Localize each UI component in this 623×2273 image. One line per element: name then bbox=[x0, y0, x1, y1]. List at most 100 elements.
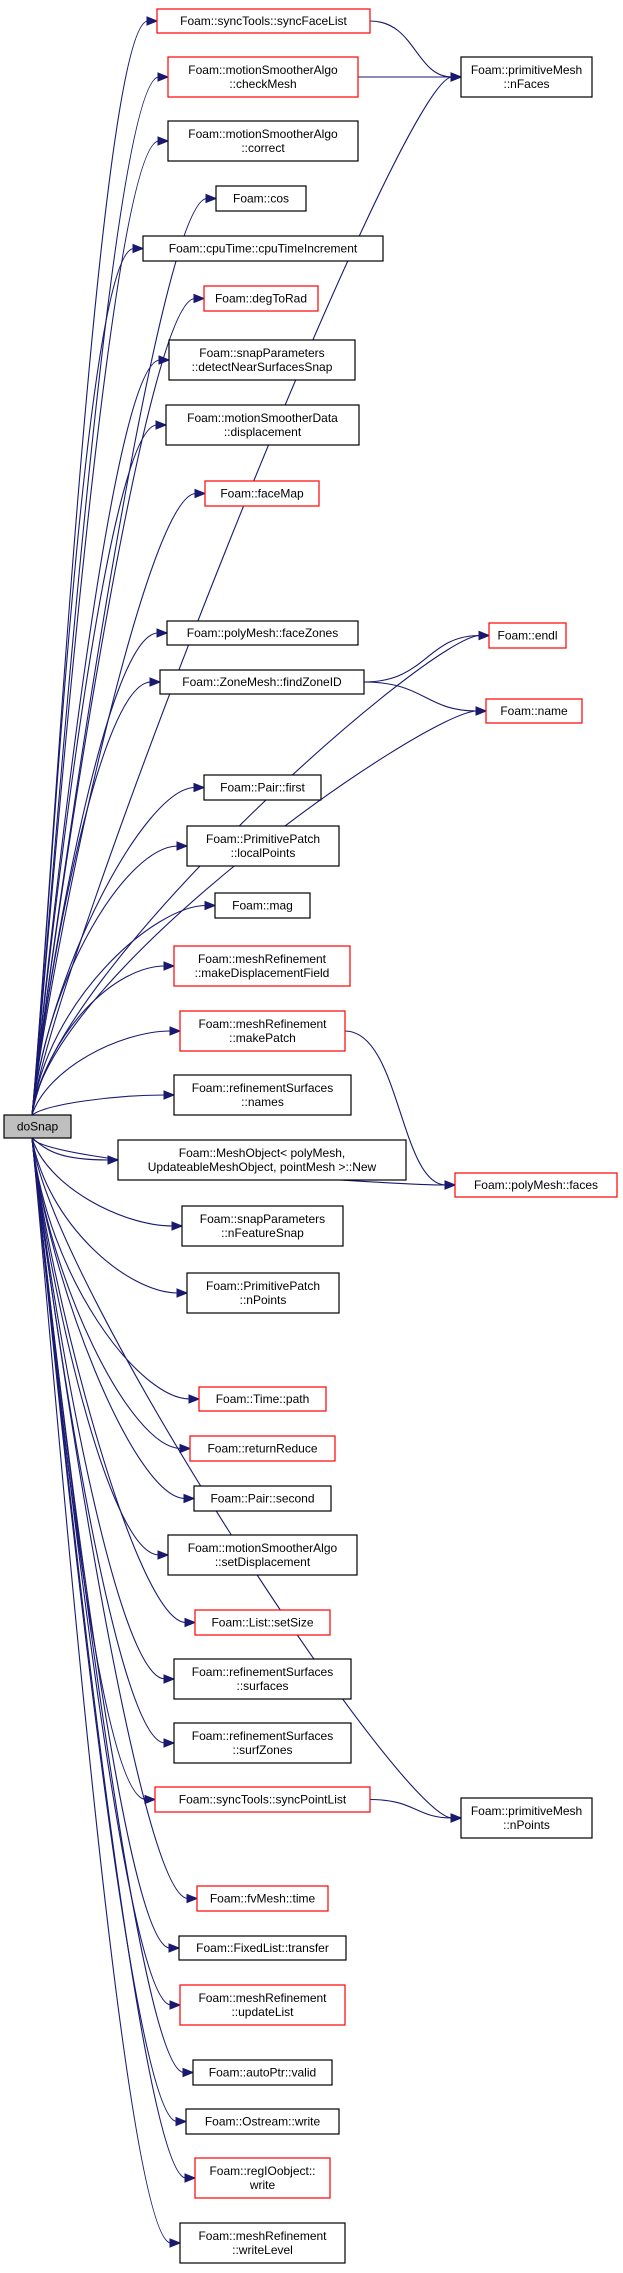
node-return-reduce[interactable]: Foam::returnReduce bbox=[189, 1435, 336, 1462]
node-transfer[interactable]: Foam::FixedList::transfer bbox=[178, 1935, 347, 1961]
node-check-mesh[interactable]: Foam::motionSmootherAlgo::checkMesh bbox=[167, 56, 359, 98]
arrowhead-surfaces bbox=[163, 1674, 176, 1684]
edge-find-zone-id-to-endl bbox=[363, 634, 481, 683]
node-box-name bbox=[485, 698, 583, 724]
node-box-cos bbox=[215, 185, 307, 212]
node-label-make-patch-line2: ::makePatch bbox=[229, 1031, 296, 1045]
node-label-detect-near-surfaces-snap-line2: ::detectNearSurfacesSnap bbox=[192, 360, 333, 374]
node-box-cpu-time-increment bbox=[142, 235, 384, 262]
node-label-n-feature-snap-line1: Foam::snapParameters bbox=[200, 1212, 325, 1226]
node-correct[interactable]: Foam::motionSmootherAlgo::correct bbox=[167, 120, 359, 162]
arrowhead-new bbox=[107, 1155, 120, 1165]
node-box-time bbox=[196, 1885, 329, 1912]
arrowhead-deg-to-rad bbox=[193, 293, 206, 304]
node-box-ostream-write bbox=[185, 2108, 340, 2135]
node-label-cos: Foam::cos bbox=[233, 192, 289, 206]
node-label-displacement-line2: ::displacement bbox=[224, 425, 302, 439]
arrowhead-first bbox=[193, 782, 206, 793]
edge-do-snap-to-n-points-mesh bbox=[31, 1137, 453, 1819]
node-cpu-time-increment[interactable]: Foam::cpuTime::cpuTimeIncrement bbox=[142, 235, 384, 262]
arrowhead-valid bbox=[182, 2067, 195, 2078]
node-n-points-pp[interactable]: Foam::PrimitivePatch::nPoints bbox=[186, 1272, 340, 1314]
node-label-detect-near-surfaces-snap-line1: Foam::snapParameters bbox=[199, 346, 324, 360]
node-first[interactable]: Foam::Pair::first bbox=[203, 774, 322, 801]
node-box-reg-ioobject-write bbox=[194, 2157, 331, 2199]
arrowhead-second bbox=[183, 1493, 196, 1504]
node-label-check-mesh-line2: ::checkMesh bbox=[229, 77, 296, 91]
node-name[interactable]: Foam::name bbox=[485, 698, 583, 724]
node-deg-to-rad[interactable]: Foam::degToRad bbox=[203, 285, 319, 312]
node-set-size[interactable]: Foam::List::setSize bbox=[194, 1609, 331, 1636]
arrowhead-faces bbox=[444, 1180, 457, 1190]
node-label-face-zones: Foam::polyMesh::faceZones bbox=[187, 626, 338, 640]
arrowhead-n-faces bbox=[450, 72, 463, 82]
node-box-do-snap bbox=[3, 1114, 72, 1139]
edge-do-snap-to-path bbox=[31, 1137, 191, 1400]
node-box-find-zone-id bbox=[159, 669, 365, 695]
arrowhead-update-list bbox=[169, 2000, 182, 2010]
node-box-local-points bbox=[186, 825, 340, 867]
node-mag[interactable]: Foam::mag bbox=[214, 892, 311, 919]
node-face-map[interactable]: Foam::faceMap bbox=[204, 480, 320, 507]
node-label-names-line2: ::names bbox=[241, 1095, 284, 1109]
node-set-displacement[interactable]: Foam::motionSmootherAlgo::setDisplacemen… bbox=[167, 1534, 358, 1576]
call-edges bbox=[31, 16, 491, 2248]
node-box-detect-near-surfaces-snap bbox=[168, 339, 356, 381]
node-sync-point-list[interactable]: Foam::syncTools::syncPointList bbox=[154, 1786, 371, 1813]
node-endl[interactable]: Foam::endl bbox=[488, 622, 567, 649]
node-n-points-mesh[interactable]: Foam::primitiveMesh::nPoints bbox=[460, 1797, 593, 1839]
node-label-return-reduce: Foam::returnReduce bbox=[207, 1442, 317, 1456]
node-time[interactable]: Foam::fvMesh::time bbox=[196, 1885, 329, 1912]
edge-do-snap-to-ostream-write bbox=[31, 1137, 178, 2123]
node-valid[interactable]: Foam::autoPtr::valid bbox=[192, 2059, 333, 2086]
node-label-n-feature-snap-line2: ::nFeatureSnap bbox=[221, 1226, 304, 1240]
node-box-valid bbox=[192, 2059, 333, 2086]
node-label-endl: Foam::endl bbox=[497, 629, 557, 643]
node-update-list[interactable]: Foam::meshRefinement::updateList bbox=[179, 1984, 346, 2026]
node-label-transfer: Foam::FixedList::transfer bbox=[196, 1941, 329, 1955]
node-surfaces[interactable]: Foam::refinementSurfaces::surfaces bbox=[173, 1658, 352, 1700]
node-label-check-mesh-line1: Foam::motionSmootherAlgo bbox=[188, 63, 338, 77]
node-box-deg-to-rad bbox=[203, 285, 319, 312]
arrowhead-write-level bbox=[169, 2238, 182, 2248]
node-box-set-displacement bbox=[167, 1534, 358, 1576]
node-surf-zones[interactable]: Foam::refinementSurfaces::surfZones bbox=[173, 1722, 352, 1764]
node-reg-ioobject-write[interactable]: Foam::regIOobject::write bbox=[194, 2157, 331, 2199]
node-find-zone-id[interactable]: Foam::ZoneMesh::findZoneID bbox=[159, 669, 365, 695]
node-label-faces: Foam::polyMesh::faces bbox=[474, 1178, 598, 1192]
node-box-endl bbox=[488, 622, 567, 649]
node-label-correct-line2: ::correct bbox=[241, 141, 285, 155]
node-new[interactable]: Foam::MeshObject< polyMesh,UpdateableMes… bbox=[117, 1139, 407, 1181]
node-do-snap[interactable]: doSnap bbox=[3, 1114, 72, 1139]
edge-find-zone-id-to-name bbox=[363, 681, 478, 712]
edge-sync-point-list-to-n-points-mesh bbox=[369, 1798, 453, 1819]
node-box-make-patch bbox=[179, 1010, 346, 1052]
node-n-faces[interactable]: Foam::primitiveMesh::nFaces bbox=[460, 56, 593, 98]
node-make-displacement-field[interactable]: Foam::meshRefinement::makeDisplacementFi… bbox=[173, 945, 351, 987]
node-displacement[interactable]: Foam::motionSmootherData::displacement bbox=[165, 404, 360, 446]
edge-do-snap-to-set-displacement bbox=[31, 1137, 160, 1556]
node-ostream-write[interactable]: Foam::Ostream::write bbox=[185, 2108, 340, 2135]
node-label-n-points-pp-line1: Foam::PrimitivePatch bbox=[206, 1279, 320, 1293]
arrowhead-displacement bbox=[155, 420, 168, 430]
node-path[interactable]: Foam::Time::path bbox=[198, 1386, 327, 1412]
node-local-points[interactable]: Foam::PrimitivePatch::localPoints bbox=[186, 825, 340, 867]
node-faces[interactable]: Foam::polyMesh::faces bbox=[454, 1172, 618, 1198]
node-n-feature-snap[interactable]: Foam::snapParameters::nFeatureSnap bbox=[181, 1205, 344, 1247]
node-face-zones[interactable]: Foam::polyMesh::faceZones bbox=[166, 620, 359, 646]
node-names[interactable]: Foam::refinementSurfaces::names bbox=[173, 1074, 352, 1116]
node-sync-face-list[interactable]: Foam::syncTools::syncFaceList bbox=[156, 8, 371, 34]
node-second[interactable]: Foam::Pair::second bbox=[193, 1485, 332, 1512]
node-box-mag bbox=[214, 892, 311, 919]
node-cos[interactable]: Foam::cos bbox=[215, 185, 307, 212]
node-detect-near-surfaces-snap[interactable]: Foam::snapParameters::detectNearSurfaces… bbox=[168, 339, 356, 381]
arrowhead-find-zone-id bbox=[149, 677, 162, 687]
arrowhead-path bbox=[188, 1394, 201, 1404]
edge-do-snap-to-make-patch bbox=[31, 1030, 172, 1116]
node-label-correct-line1: Foam::motionSmootherAlgo bbox=[188, 127, 338, 141]
node-write-level[interactable]: Foam::meshRefinement::writeLevel bbox=[179, 2222, 346, 2264]
node-label-mag: Foam::mag bbox=[232, 899, 293, 913]
edge-do-snap-to-surf-zones bbox=[31, 1137, 166, 1744]
node-box-make-displacement-field bbox=[173, 945, 351, 987]
node-make-patch[interactable]: Foam::meshRefinement::makePatch bbox=[179, 1010, 346, 1052]
